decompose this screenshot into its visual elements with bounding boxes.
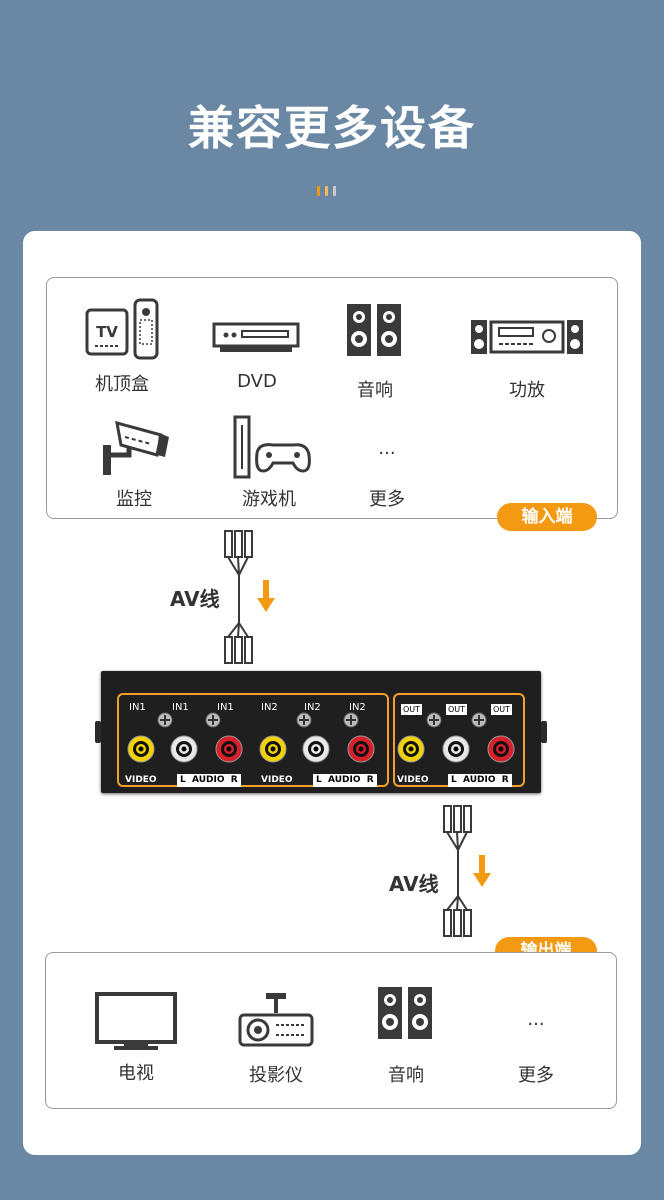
device-label: 更多 <box>369 489 405 510</box>
arrow-down-icon <box>257 580 275 612</box>
device-dvd: DVD <box>207 298 307 392</box>
device-projector: 投影仪 <box>226 989 326 1089</box>
audio-label: L AUDIO R <box>177 774 241 787</box>
device-label: 音响 <box>388 1065 424 1086</box>
rca-output-jack[interactable] <box>487 735 515 763</box>
input-port-label: IN2 <box>349 702 366 713</box>
device-label: DVD <box>237 371 277 392</box>
projector-icon <box>238 993 314 1047</box>
screw-icon <box>157 712 173 728</box>
rca-input-jack[interactable] <box>215 735 243 763</box>
video-label: VIDEO <box>397 775 429 785</box>
device-tv: 电视 <box>86 989 186 1089</box>
output-port-label: OUT <box>491 704 513 715</box>
output-devices-panel: 电视 投影仪 音响 ... 更多 <box>45 952 617 1109</box>
set-top-box-icon: TV <box>85 298 159 360</box>
rca-input-jack[interactable] <box>170 735 198 763</box>
av-switcher-device: IN1 IN1 IN1 IN2 IN2 IN2 OUT OUT OUT VIDE… <box>95 671 547 793</box>
av-cable-label-lower: AV线 <box>389 872 439 896</box>
device-cctv: 监控 <box>89 413 179 513</box>
input-port-group <box>117 693 389 787</box>
audio-label: L AUDIO R <box>313 774 377 787</box>
input-devices-panel: TV 机顶盒 DVD 音响 <box>46 277 618 519</box>
rca-input-jack[interactable] <box>302 735 330 763</box>
game-console-icon <box>233 415 311 479</box>
video-label: VIDEO <box>261 775 293 785</box>
speaker-icon <box>347 304 401 356</box>
rca-output-jack[interactable] <box>397 735 425 763</box>
input-port-label: IN1 <box>217 702 234 713</box>
input-port-label: IN1 <box>172 702 189 713</box>
cctv-camera-icon <box>103 420 169 475</box>
more-icon: ... <box>378 438 396 459</box>
more-icon: ... <box>527 1009 545 1030</box>
device-label: 机顶盒 <box>95 374 149 395</box>
page-title: 兼容更多设备 <box>188 101 476 155</box>
tv-icon <box>95 992 177 1050</box>
device-label: 更多 <box>518 1065 554 1086</box>
screw-icon <box>471 712 487 728</box>
input-port-label: IN2 <box>304 702 321 713</box>
rca-input-jack[interactable] <box>127 735 155 763</box>
av-cable-lower <box>443 805 472 937</box>
video-label: VIDEO <box>125 775 157 785</box>
screw-icon <box>205 712 221 728</box>
av-cable-upper <box>224 530 253 664</box>
device-label: 功放 <box>509 380 545 401</box>
device-label: 监控 <box>116 489 152 510</box>
audio-label: L AUDIO R <box>448 774 512 787</box>
dvd-player-icon <box>212 322 300 352</box>
device-game-console: 游戏机 <box>219 413 319 513</box>
input-port-label: IN1 <box>129 702 146 713</box>
rca-input-jack[interactable] <box>347 735 375 763</box>
output-port-label: OUT <box>446 704 468 715</box>
device-label: 投影仪 <box>249 1065 303 1086</box>
screw-icon <box>426 712 442 728</box>
device-label: 电视 <box>118 1063 154 1084</box>
svg-text:TV: TV <box>96 323 118 341</box>
av-cable-label-upper: AV线 <box>170 587 220 611</box>
amplifier-icon <box>471 320 583 354</box>
device-speaker: 音响 <box>361 983 451 1086</box>
device-set-top-box: TV 机顶盒 <box>77 298 167 395</box>
title-decoration <box>317 186 336 196</box>
device-more: ... 更多 <box>496 1009 576 1089</box>
device-more: ... 更多 <box>347 438 427 518</box>
speaker-icon <box>378 987 432 1039</box>
input-port-label: IN2 <box>261 702 278 713</box>
device-speaker: 音响 <box>330 298 420 401</box>
rca-output-jack[interactable] <box>442 735 470 763</box>
device-label: 游戏机 <box>242 489 296 510</box>
device-label: 音响 <box>357 380 393 401</box>
arrow-down-icon <box>473 855 491 887</box>
rca-input-jack[interactable] <box>259 735 287 763</box>
input-badge: 输入端 <box>497 503 597 531</box>
output-port-label: OUT <box>401 704 423 715</box>
screw-icon <box>296 712 312 728</box>
device-amplifier: 功放 <box>467 298 587 401</box>
screw-icon <box>343 712 359 728</box>
